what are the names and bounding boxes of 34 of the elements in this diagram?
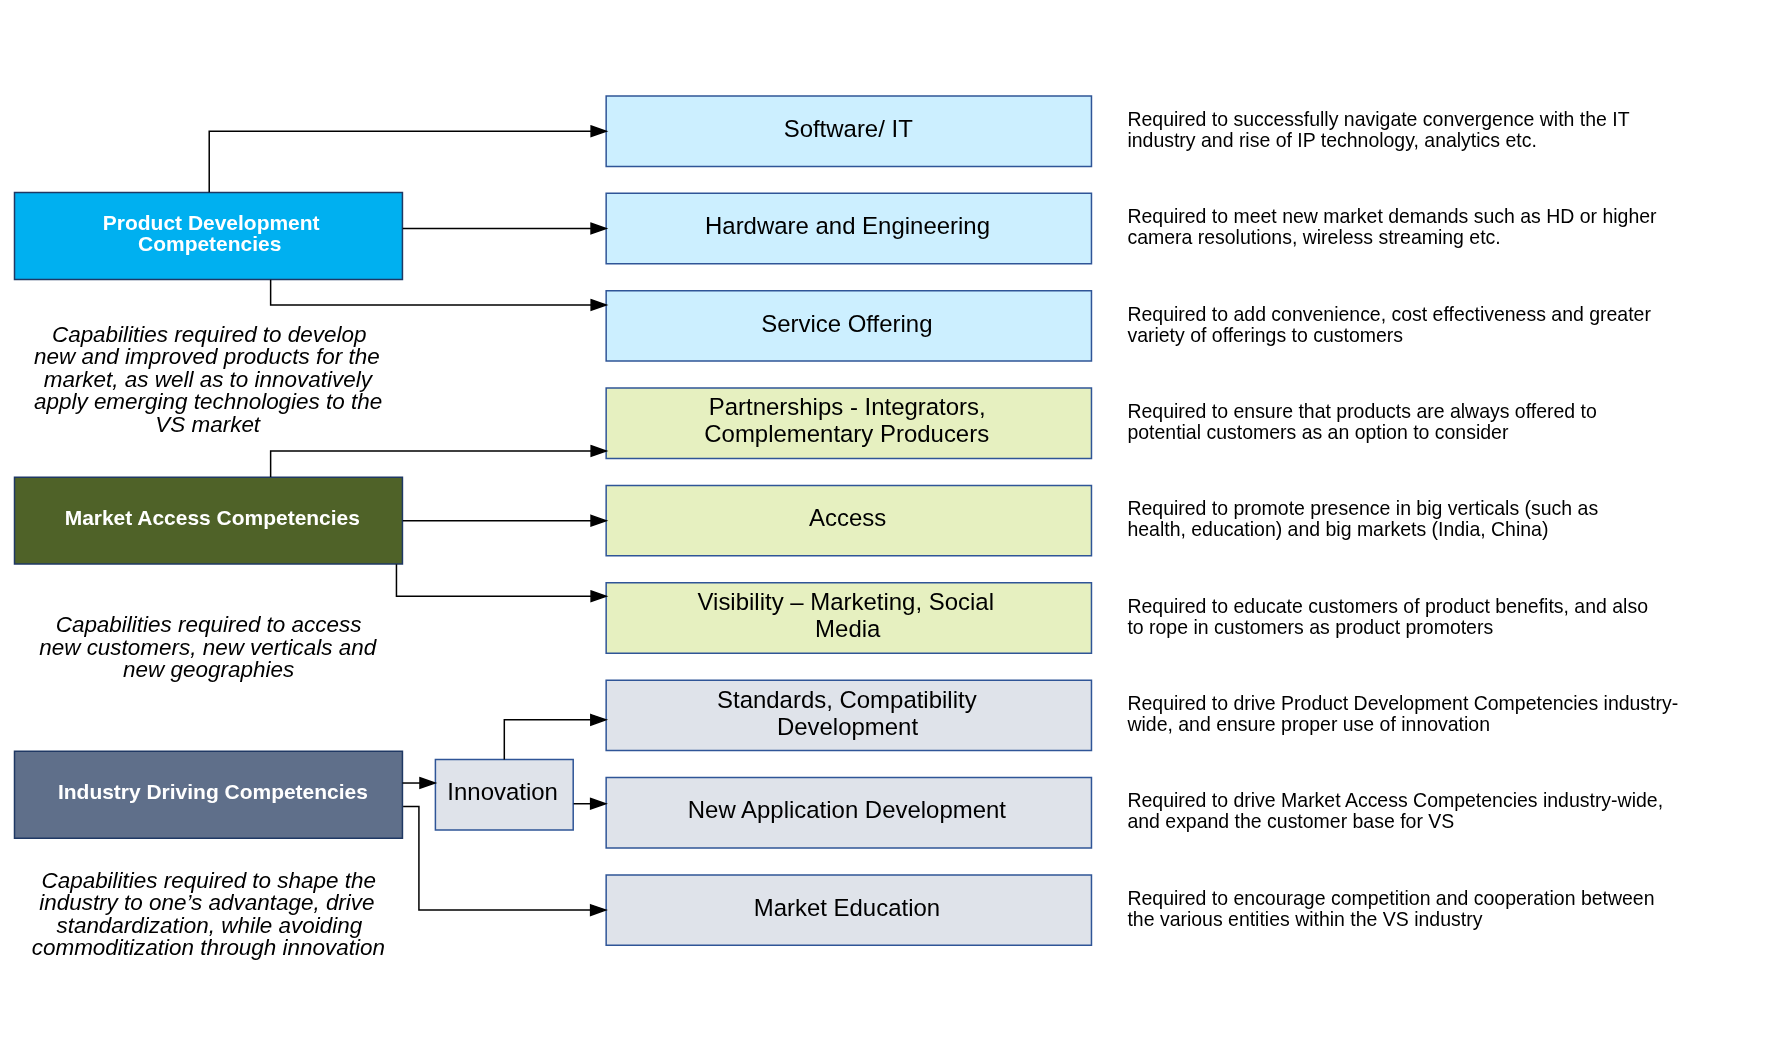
node-box: Market Access Competencies (13, 475, 404, 565)
node-label: Capabilities required to shape the industry to one’s advantage, drive standardization, while avoiding commoditization through innovation (31, 867, 385, 960)
node-box: Partnerships - Integrators, Complementary Producers (605, 386, 1093, 459)
node-box: Hardware and Engineering (605, 192, 1093, 264)
node-box: Innovation (434, 758, 574, 831)
arrow (402, 221, 609, 235)
node-label: Required to meet new market demands such as HD or higher camera resolutions, wireless streaming etc. (1127, 204, 1657, 248)
node-box: Service Offering (605, 289, 1093, 362)
node-box: Market Education (605, 873, 1093, 946)
arrow (395, 562, 609, 603)
arrow (269, 444, 609, 478)
node-box: Software/ IT (605, 94, 1093, 167)
node-label: Capabilities required to develop new and improved products for the market, as well as to innovatively apply emerging technologies to the VS market (33, 321, 383, 437)
node-box: Access (605, 484, 1093, 557)
node-label: Required to encourage competition and cooperation between the various entities within the VS industry (1127, 886, 1655, 930)
node-box: Industry Driving Competencies (13, 750, 404, 839)
node-label: Required to ensure that products are always offered to potential customers as an option to consider (1127, 399, 1597, 443)
arrow (269, 278, 609, 311)
arrow (402, 513, 609, 527)
node-box: Product Development Competencies (13, 191, 404, 280)
node-label: Required to educate customers of product benefits, and also to rope in customers as product promoters (1127, 594, 1648, 638)
node-label: Capabilities required to access new customers, new verticals and new geographies (39, 611, 377, 682)
node-label: Required to successfully navigate convergence with the IT industry and rise of IP technology, analytics etc. (1127, 107, 1630, 151)
node-label: Required to drive Product Development Competencies industry-wide, and ensure proper use of innovation (1127, 691, 1679, 735)
node-box: Standards, Compatibility Development (605, 678, 1093, 751)
arrow (503, 713, 609, 760)
arrow (208, 124, 609, 193)
arrow (401, 776, 438, 789)
node-label: Required to drive Market Access Competencies industry-wide, and expand the customer base for VS (1127, 788, 1664, 832)
arrow (402, 805, 608, 916)
node-label: Required to add convenience, cost effectiveness and greater variety of offerings to customers (1127, 302, 1651, 345)
node-box: Visibility – Marketing, Social Media (605, 581, 1093, 654)
node-label: Required to promote presence in big verticals (such as health, education) and big markets (India, China) (1127, 496, 1599, 540)
node-box: New Application Development (605, 776, 1093, 849)
